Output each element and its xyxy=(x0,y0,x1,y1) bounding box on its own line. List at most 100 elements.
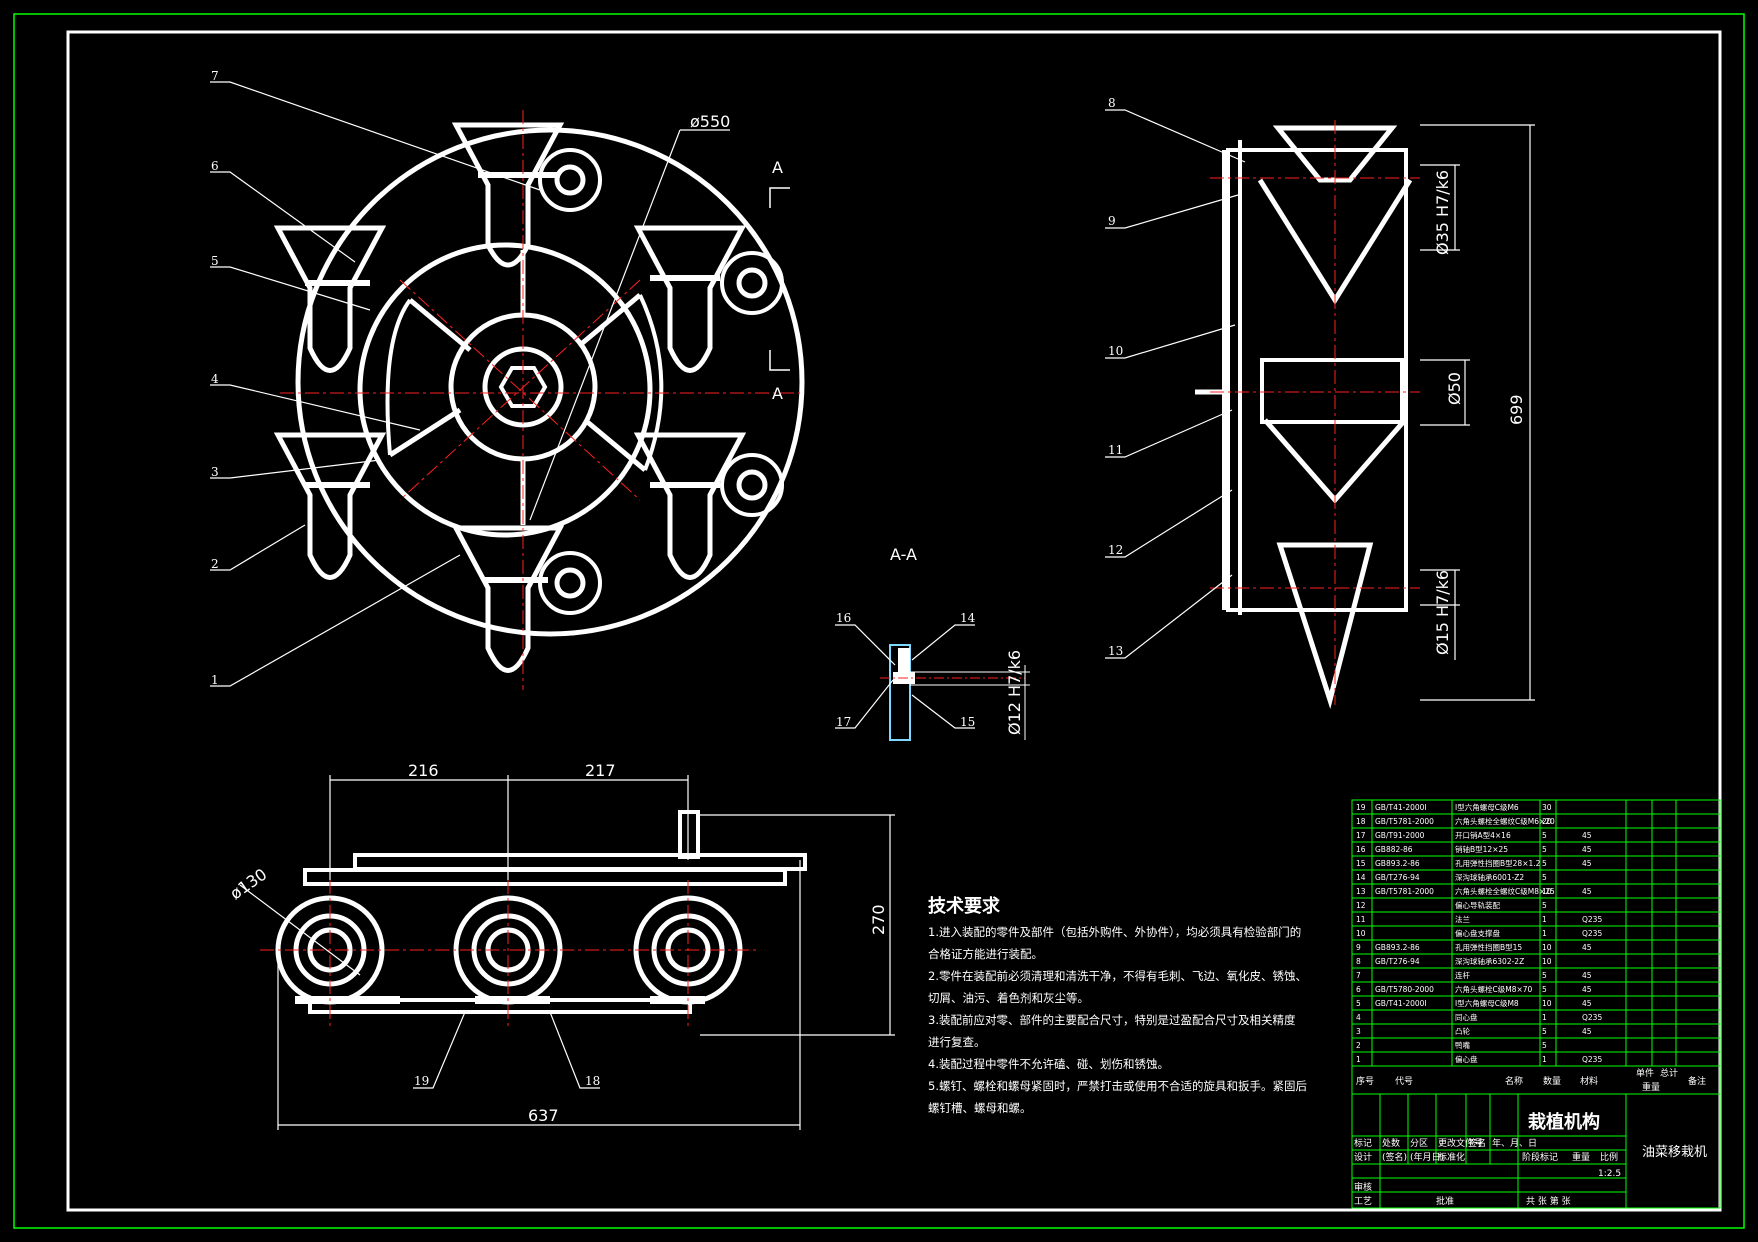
bom-h-wt2: 总计 xyxy=(1660,1067,1678,1079)
dim-l216: 216 xyxy=(408,761,439,780)
bom-code: GB/T276-94 xyxy=(1375,873,1420,882)
beak-unit-lower-right xyxy=(633,432,784,580)
bom-name: 孔用弹性挡圈B型28×1.2 xyxy=(1455,858,1541,868)
bom-code: GB/T91-2000 xyxy=(1375,831,1425,840)
section-title: A-A xyxy=(890,545,917,564)
bom-qty: 20 xyxy=(1542,817,1552,826)
tech-line: 1.进入装配的零件及部件（包括外购件、外协件），均必须具有检验部门的 xyxy=(928,925,1301,939)
tb-standard: 标准化 xyxy=(1438,1151,1465,1163)
bom-material: 45 xyxy=(1582,999,1592,1008)
bom-material: Q235 xyxy=(1582,1013,1602,1022)
callout-1: 1 xyxy=(211,673,219,687)
bom-qty: 30 xyxy=(1542,803,1552,812)
bom-row-frame xyxy=(1351,1023,1721,1039)
callout-5: 5 xyxy=(211,254,219,268)
bom-qty: 5 xyxy=(1542,985,1547,994)
bom-code: GB893.2-86 xyxy=(1375,943,1420,952)
bom-h-name: 名称 xyxy=(1505,1075,1523,1087)
bom-name: I型六角螺母C级M8 xyxy=(1455,998,1519,1008)
bom-material: 45 xyxy=(1582,831,1592,840)
dim-fit15: Ø15 H7/k6 xyxy=(1433,570,1452,655)
tb-sign: 签名 xyxy=(1468,1137,1486,1149)
bom-material: 45 xyxy=(1582,887,1592,896)
spokes xyxy=(385,250,664,525)
dim-d130: ø130 xyxy=(226,865,270,904)
bom-qty: 5 xyxy=(1542,901,1547,910)
side-callout-leaders xyxy=(1105,109,1246,659)
tb-ymd: (年月日) xyxy=(1410,1151,1444,1163)
bom-h-wt1: 单件 xyxy=(1636,1067,1654,1079)
callout-7: 7 xyxy=(211,69,219,83)
front-center-lines xyxy=(280,110,800,690)
bom-name: 深沟球轴承6302-2Z xyxy=(1455,956,1524,966)
callout-8: 8 xyxy=(1108,96,1116,110)
callout-2: 2 xyxy=(211,557,219,571)
tb-review: 审核 xyxy=(1354,1181,1372,1193)
top-center-lines xyxy=(260,880,760,1030)
tech-line: 2.零件在装配前必须清理和清洗干净，不得有毛刺、飞边、氧化皮、锈蚀、 xyxy=(928,969,1307,983)
bom-qty: 5 xyxy=(1542,873,1547,882)
bom-h-qty: 数量 xyxy=(1543,1075,1561,1087)
side-center-lines xyxy=(1210,120,1420,705)
bom-name: 开口销A型4×16 xyxy=(1455,830,1511,840)
front-callout-leaders xyxy=(210,81,541,687)
side-view xyxy=(1195,125,1413,709)
bom-row-frame xyxy=(1351,911,1721,927)
bom-material: 45 xyxy=(1582,971,1592,980)
tb-date: 年、月、日 xyxy=(1492,1137,1537,1149)
dim-l217: 217 xyxy=(585,761,616,780)
beak-unit-upper-left xyxy=(273,225,387,373)
dim-fit12: Ø12 H7/k6 xyxy=(1005,650,1024,735)
beak-unit-lower-left xyxy=(273,432,387,580)
bom-qty: 10 xyxy=(1542,943,1552,952)
bom-name: 偏心盘 xyxy=(1455,1054,1478,1064)
bom-code: GB/T5781-2000 xyxy=(1375,817,1434,826)
bom-name: 偏心导轨装配 xyxy=(1455,900,1500,910)
bom-h-no: 序号 xyxy=(1356,1075,1374,1087)
callout-6: 6 xyxy=(211,159,219,173)
dim-d550: ø550 xyxy=(690,112,730,131)
bom-name: 连杆 xyxy=(1455,970,1471,980)
bom-qty: 10 xyxy=(1542,887,1552,896)
bom-row: 14 GB/T276-94 深沟球轴承6001-Z2 5 xyxy=(1351,869,1721,885)
tb-scale-value: 1:2.5 xyxy=(1598,1169,1621,1179)
dim-l637: 637 xyxy=(528,1106,559,1125)
bom-no: 14 xyxy=(1356,873,1366,882)
bom-no: 10 xyxy=(1356,929,1366,938)
tech-line: 切屑、油污、着色剂和灰尘等。 xyxy=(928,991,1089,1005)
bom-name: 销轴B型12×25 xyxy=(1455,844,1508,854)
bom-name: 深沟球轴承6001-Z2 xyxy=(1455,872,1524,882)
bom-qty: 5 xyxy=(1542,845,1547,854)
dim-h270: 270 xyxy=(869,904,888,935)
section-mark-top: A xyxy=(772,158,783,177)
tech-line: 螺钉槽、螺母和螺。 xyxy=(928,1101,1032,1115)
eccentric-disc xyxy=(295,127,805,637)
front-view xyxy=(273,122,805,673)
bom-qty: 10 xyxy=(1542,999,1552,1008)
tb-stage: 阶段标记 xyxy=(1522,1151,1558,1163)
tb-approve: 批准 xyxy=(1436,1195,1454,1207)
bom-no: 12 xyxy=(1356,901,1366,910)
bom-no: 6 xyxy=(1356,985,1361,994)
tb-design: 设计 xyxy=(1354,1151,1372,1163)
outer-frame xyxy=(13,13,1745,1229)
tb-zone: 分区 xyxy=(1410,1138,1428,1149)
section-mark-bottom: A xyxy=(772,384,783,403)
beak-unit-upper-right xyxy=(633,225,784,373)
bom-material: 45 xyxy=(1582,845,1592,854)
callout-18: 18 xyxy=(585,1074,600,1088)
callout-13: 13 xyxy=(1108,644,1123,658)
bom-name: 孔用弹性挡圈B型15 xyxy=(1455,942,1522,952)
bom-material: Q235 xyxy=(1582,1055,1602,1064)
product-name: 油菜移栽机 xyxy=(1642,1144,1707,1160)
bom-h-wt3: 重量 xyxy=(1642,1081,1660,1093)
top-callout-leaders xyxy=(413,1011,600,1089)
bom-material: 45 xyxy=(1582,859,1592,868)
bom-row-frame xyxy=(1351,1037,1721,1053)
